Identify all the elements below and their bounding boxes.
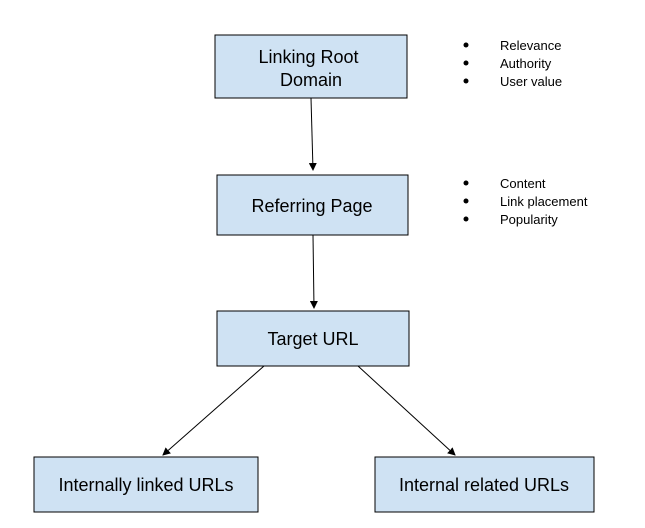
node-internal-related-urls: Internal related URLs [374,456,595,513]
bullet-icon [463,60,469,66]
edge-page-to-target [309,234,318,309]
bullet-icon [463,216,469,222]
note-item: Popularity [500,212,558,227]
node-label: Target URL [267,329,358,349]
note-item: Content [500,176,546,191]
node-label: Referring Page [251,196,372,216]
bullet-icon [463,198,469,204]
node-box [214,34,408,99]
node-label-line2: Domain [280,70,342,90]
node-referring-page: Referring Page [216,174,409,236]
node-box [33,456,259,513]
node-box [216,174,409,236]
note-item: Authority [500,56,552,71]
bullet-icon [463,180,469,186]
note-item: User value [500,74,562,89]
node-target-url: Target URL [216,310,410,367]
note-list-page: Content Link placement Popularity [463,176,588,227]
edge-target-to-internally-linked [162,365,265,456]
bullet-icon [463,42,469,48]
node-label: Internally linked URLs [58,475,233,495]
node-label-line1: Linking Root [258,47,358,67]
node-internally-linked-urls: Internally linked URLs [33,456,259,513]
note-list-domain: Relevance Authority User value [463,38,562,89]
node-box [216,310,410,367]
edge-target-to-internal-related [357,365,456,456]
edge-domain-to-page [308,97,317,171]
node-label: Linking Root Domain [258,47,363,90]
bullet-icon [463,78,469,84]
node-label: Internal related URLs [399,475,569,495]
node-linking-root-domain: Linking Root Domain [214,34,408,99]
note-item: Link placement [500,194,588,209]
note-item: Relevance [500,38,561,53]
node-box [374,456,595,513]
